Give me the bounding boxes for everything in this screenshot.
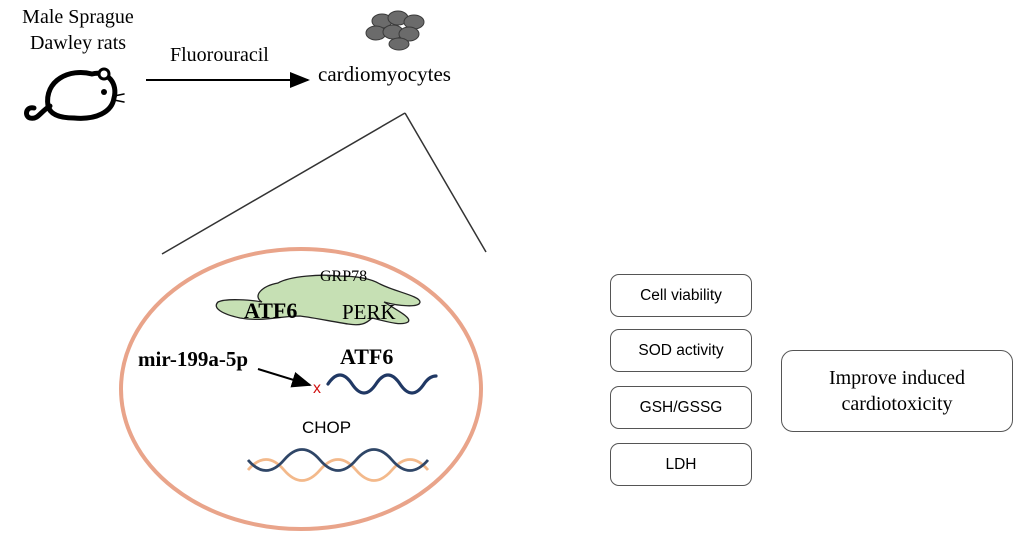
rat-icon	[24, 67, 125, 121]
chop-label: CHOP	[302, 418, 352, 437]
dna-strand-a	[246, 458, 430, 482]
outcome-box: Improve induced cardiotoxicity	[781, 350, 1013, 432]
animal-label: Male Sprague Dawley rats	[22, 6, 134, 54]
outcome-line-1: Improve induced	[828, 367, 966, 389]
inhibition-mark: x	[313, 380, 321, 397]
cells-label: cardiomyocytes	[318, 62, 451, 86]
outcome-line-2: cardiotoxicity	[841, 393, 953, 415]
assay-box: Cell viability	[610, 274, 752, 317]
cell-cluster-icon	[365, 10, 425, 51]
mrna-strand	[326, 373, 438, 395]
dna-strand-b	[246, 448, 430, 472]
atf6-mrna-label: ATF6	[340, 344, 394, 369]
assay-box: GSH/GSSG	[610, 386, 752, 429]
atf6-er-label: ATF6	[244, 298, 298, 323]
treatment-label: Fluorouracil	[170, 44, 269, 66]
assay-box: SOD activity	[610, 329, 752, 372]
zoom-line-left	[161, 112, 406, 255]
perk-label: PERK	[342, 300, 396, 324]
grp78-label: GRP78	[320, 268, 368, 285]
mirna-label: mir-199a-5p	[138, 347, 249, 371]
mirna-arrow	[257, 368, 312, 388]
er-shape	[215, 274, 421, 326]
zoom-line-right	[404, 112, 487, 253]
assay-box: LDH	[610, 443, 752, 486]
